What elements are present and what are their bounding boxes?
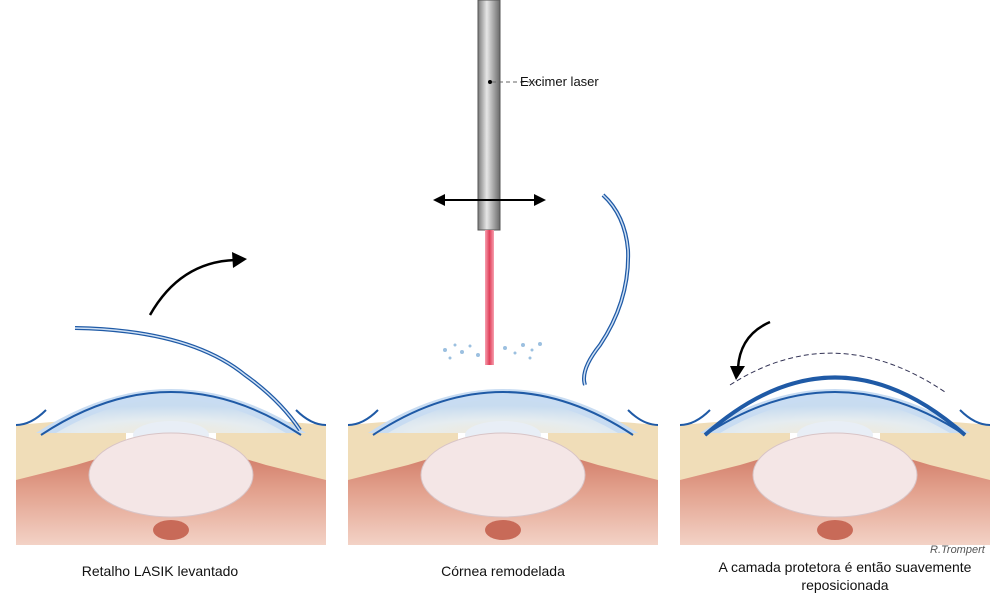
caption-line-2: reposicionada xyxy=(801,577,889,593)
eye-cross-section xyxy=(679,388,991,546)
caption-flap-repositioned: A camada protetora é então suavemente re… xyxy=(690,558,1000,594)
laser-label: Excimer laser xyxy=(520,74,599,89)
laser-tube xyxy=(477,0,501,231)
eye-cross-section xyxy=(15,388,327,546)
caption-cornea-reshaped: Córnea remodelada xyxy=(441,563,565,579)
corneal-flap xyxy=(703,375,967,437)
panel-flap-repositioned xyxy=(679,320,991,546)
caption-line-1: A camada protetora é então suavemente xyxy=(718,559,972,575)
reposition-arrow xyxy=(736,320,771,369)
ablation-particles xyxy=(443,342,542,360)
caption-flap-lifted: Retalho LASIK levantado xyxy=(81,563,239,579)
lift-arrow xyxy=(148,258,236,316)
panel-cornea-reshaped xyxy=(347,0,659,546)
flap-outline xyxy=(729,352,946,393)
eye-cross-section xyxy=(347,388,659,546)
artist-signature: R.Trompert xyxy=(930,544,985,556)
laser-beam xyxy=(485,230,494,365)
panel-flap-lifted xyxy=(15,252,327,546)
